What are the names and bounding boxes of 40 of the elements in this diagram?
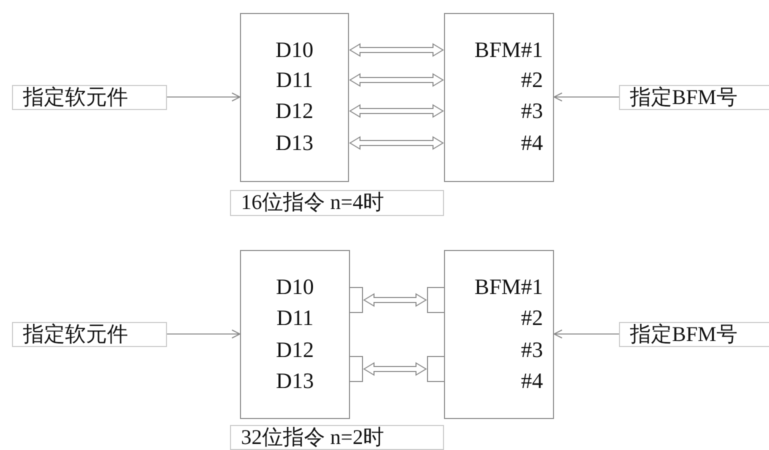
- buffer-label: #3: [445, 335, 543, 365]
- arrow: [166, 92, 240, 102]
- connector-tab: [427, 356, 445, 382]
- double-arrow: [349, 73, 444, 87]
- buffer-label: #4: [445, 366, 543, 396]
- register-label: D11: [241, 65, 348, 95]
- double-arrow: [363, 293, 427, 307]
- register-label: D13: [241, 366, 349, 396]
- double-arrow: [349, 43, 444, 57]
- double-arrow: [363, 362, 427, 376]
- double-arrow: [349, 104, 444, 118]
- double-arrow: [349, 136, 444, 150]
- register-label: D12: [241, 335, 349, 365]
- register-label: D10: [241, 35, 348, 65]
- connector-tab: [349, 356, 363, 382]
- buffer-label: #4: [445, 128, 543, 158]
- buffer-label: BFM#1: [445, 272, 543, 302]
- buffer-label: #3: [445, 96, 543, 126]
- connector-tab: [427, 287, 445, 313]
- device-box: [240, 250, 350, 419]
- label-box: 指定软元件: [12, 322, 167, 347]
- buffer-label: #2: [445, 65, 543, 95]
- register-label: D11: [241, 303, 349, 333]
- register-label: D13: [241, 128, 348, 158]
- buffer-box: [444, 13, 554, 182]
- arrow: [554, 330, 620, 338]
- register-label: D10: [241, 272, 349, 302]
- register-label: D12: [241, 96, 348, 126]
- buffer-box: [444, 250, 554, 419]
- arrow: [166, 330, 240, 338]
- label-box: 指定BFM号: [619, 322, 769, 347]
- label-box: 指定BFM号: [619, 85, 769, 110]
- buffer-label: BFM#1: [445, 35, 543, 65]
- buffer-label: #2: [445, 303, 543, 333]
- device-box: [240, 13, 349, 182]
- label-box: 指定软元件: [12, 85, 167, 110]
- caption-box: 16位指令 n=4时: [230, 190, 444, 216]
- arrow: [554, 92, 620, 102]
- caption-box: 32位指令 n=2时: [230, 425, 444, 450]
- connector-tab: [349, 287, 363, 313]
